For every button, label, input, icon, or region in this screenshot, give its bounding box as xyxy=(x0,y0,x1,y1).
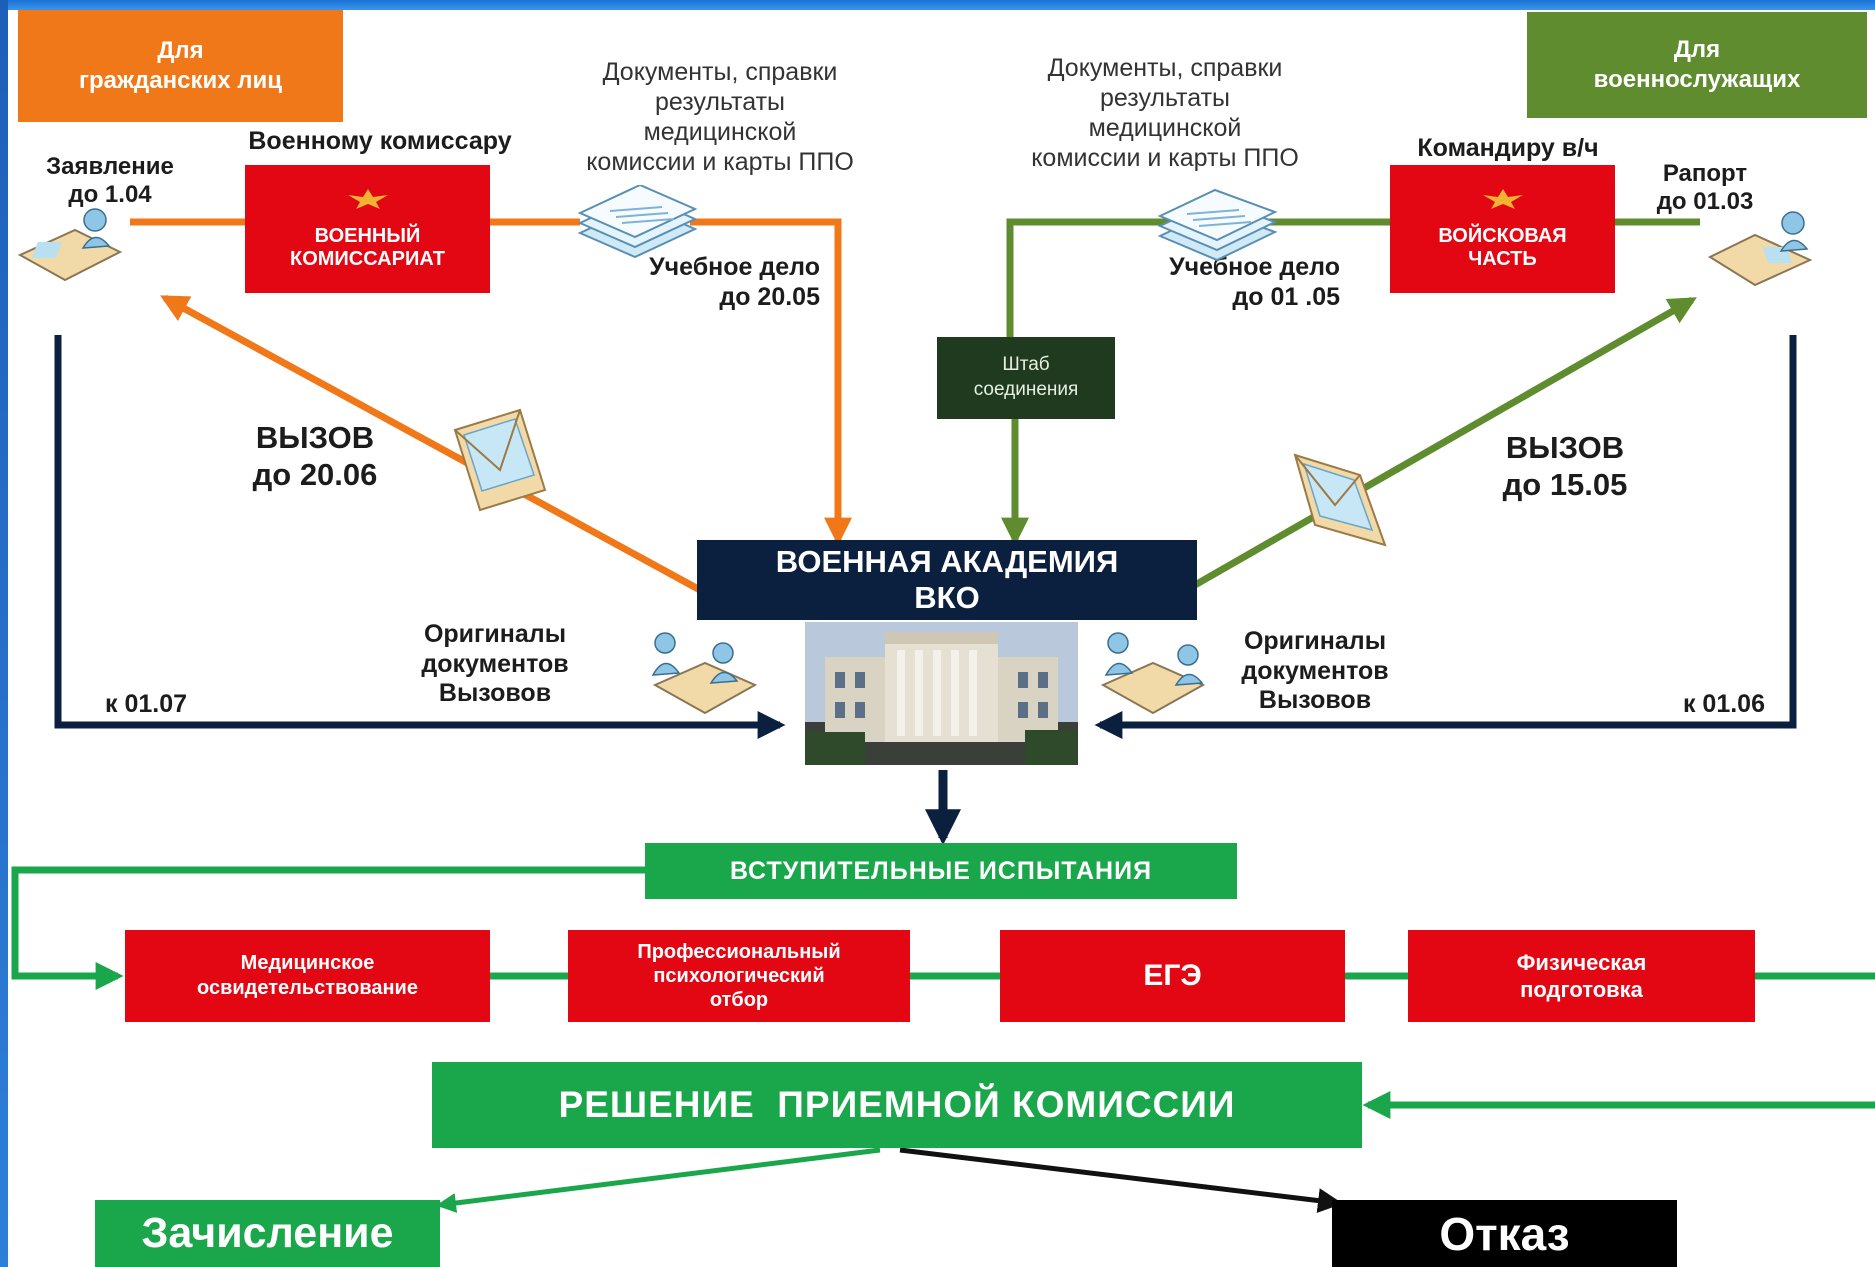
application-label: Заявление до 1.04 xyxy=(46,153,174,209)
civilian-documents-label: Документы, справки результаты медицинско… xyxy=(586,58,854,176)
step-medical: Медицинское освидетельствование xyxy=(125,930,490,1022)
header-military: Для военнослужащих xyxy=(1527,12,1867,118)
arrow-call-to-civilian xyxy=(160,294,702,594)
civilian-originals-label: Оригиналы документов Вызовов xyxy=(421,620,569,707)
step-psychological: Профессиональный психологический отбор xyxy=(568,930,910,1022)
staff-box: Штаб соединения xyxy=(937,337,1115,419)
arrow-call-to-military xyxy=(1193,296,1697,589)
academy-box: ВОЕННАЯ АКАДЕМИЯ ВКО xyxy=(697,540,1197,620)
military-call-label: ВЫЗОВ до 15.05 xyxy=(1502,430,1628,502)
envelope-icon xyxy=(1293,453,1387,547)
civilian-study-file-label: Учебное дело до 20.05 xyxy=(649,253,820,311)
to-commander-label: Командиру в/ч xyxy=(1417,134,1599,162)
entrance-exams-box: ВСТУПИТЕЛЬНЫЕ ИСПЫТАНИЯ xyxy=(645,843,1237,899)
reject-box: Отказ xyxy=(1332,1200,1677,1267)
line-docs-to-academy xyxy=(690,218,852,546)
enroll-box: Зачисление xyxy=(95,1200,440,1267)
arrow-decision-to-reject xyxy=(899,1147,1343,1214)
person-at-desk-icon xyxy=(1707,211,1813,287)
person-at-desk-icon xyxy=(1100,632,1206,715)
step-physical: Физическая подготовка xyxy=(1408,930,1755,1022)
military-commissariat-box: ВОЕННЫЙ КОМИССАРИАТ xyxy=(245,165,490,293)
document-stack-icon xyxy=(1157,188,1278,262)
building-photo-icon xyxy=(805,622,1078,765)
document-stack-icon xyxy=(577,185,698,259)
arrow-decision-to-enroll xyxy=(436,1147,881,1213)
left-border xyxy=(0,0,8,1267)
to-commissar-label: Военному комиссару xyxy=(248,127,512,155)
civilian-call-label: ВЫЗОВ до 20.06 xyxy=(252,420,378,492)
military-deadline-label: к 01.06 xyxy=(1682,690,1765,718)
military-documents-label: Документы, справки результаты медицинско… xyxy=(1031,54,1299,172)
envelope-icon xyxy=(453,408,547,512)
civilian-deadline-label: к 01.07 xyxy=(105,690,188,718)
line-military-originals xyxy=(1094,335,1797,739)
person-at-desk-icon xyxy=(651,632,758,715)
line-exams-to-medical xyxy=(11,866,645,990)
line-civilian-originals xyxy=(54,335,786,739)
decision-box: РЕШЕНИЕ ПРИЕМНОЙ КОМИССИИ xyxy=(432,1062,1362,1148)
military-unit-box: ВОЙСКОВАЯ ЧАСТЬ xyxy=(1390,165,1615,293)
emblem-icon xyxy=(347,189,388,209)
header-civilians: Для гражданских лиц xyxy=(18,10,343,122)
step-exam: ЕГЭ xyxy=(1000,930,1345,1022)
emblem-icon xyxy=(1482,189,1523,209)
person-at-desk-icon xyxy=(17,208,123,282)
top-border xyxy=(0,0,1875,10)
military-originals-label: Оригиналы документов Вызовов xyxy=(1241,627,1389,714)
report-label: Рапорт до 01.03 xyxy=(1656,160,1754,216)
